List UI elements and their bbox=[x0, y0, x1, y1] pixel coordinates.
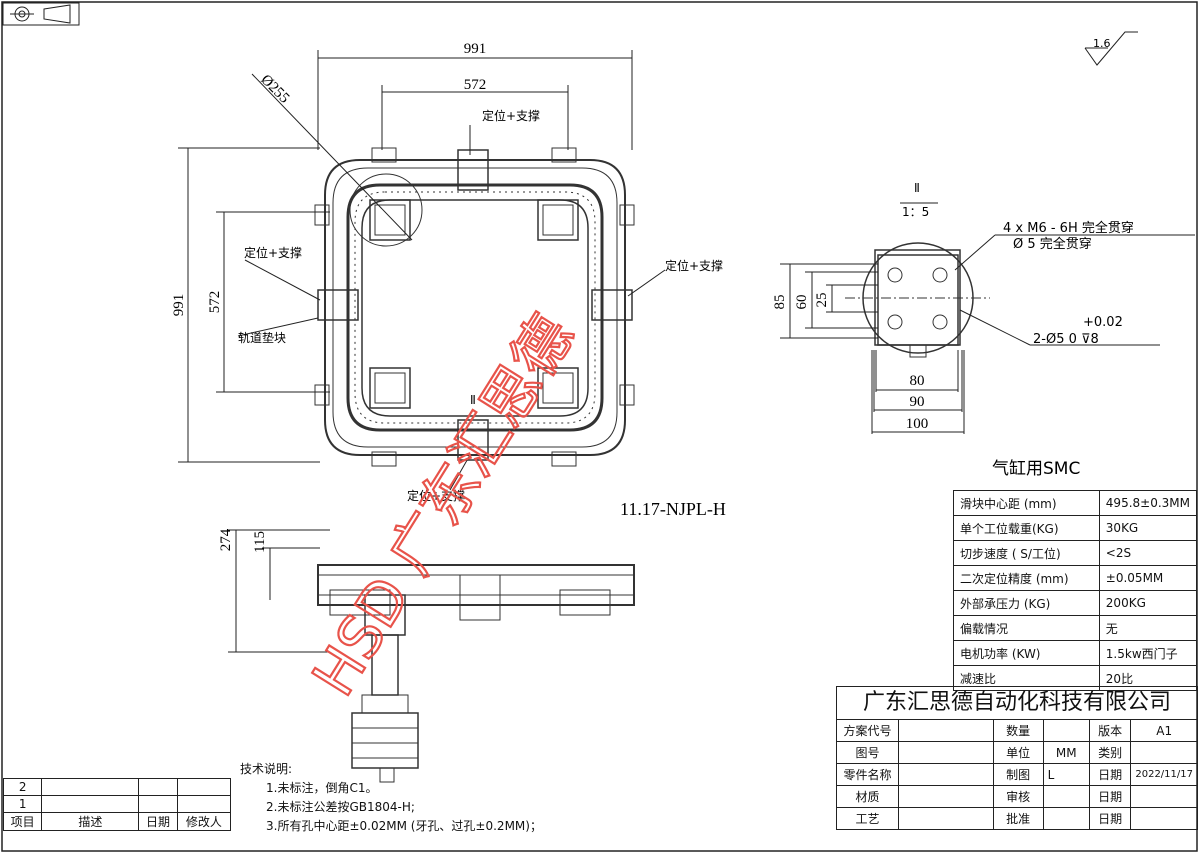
hole-tolerance: +0.02 bbox=[1083, 315, 1123, 330]
tb-date-3: 日期 bbox=[1088, 807, 1132, 830]
spec-row: 偏载情况无 bbox=[953, 615, 1198, 641]
dim-circle-diameter: Ø255 bbox=[257, 72, 292, 107]
dim-detail-100: 100 bbox=[906, 416, 929, 432]
spec-value: <2S bbox=[1098, 540, 1198, 566]
spec-value: 495.8±0.3MM bbox=[1098, 490, 1198, 516]
spec-value: 无 bbox=[1098, 615, 1198, 641]
dim-detail-60: 60 bbox=[794, 295, 810, 310]
spec-key: 外部承压力 (KG) bbox=[953, 590, 1100, 616]
spec-row: 滑块中心距 (mm)495.8±0.3MM bbox=[953, 490, 1198, 516]
dim-overall-height: 991 bbox=[171, 294, 187, 317]
spec-key: 单个工位载重(KG) bbox=[953, 515, 1100, 541]
projection-symbol bbox=[2, 2, 80, 26]
technical-notes: 技术说明: 1.未标注，倒角C1。 2.未标注公差按GB1804-H; 3.所有… bbox=[240, 760, 542, 836]
label-locate-support-top: 定位+支撑 bbox=[482, 108, 540, 123]
tb-process: 工艺 bbox=[835, 807, 900, 830]
notes-title: 技术说明: bbox=[240, 762, 293, 776]
dim-inner-width: 572 bbox=[464, 77, 487, 93]
label-locate-support-left: 定位+支撑 bbox=[244, 245, 302, 260]
spec-row: 电机功率 (KW)1.5kw西门子 bbox=[953, 640, 1198, 666]
tb-material: 材质 bbox=[835, 785, 900, 808]
detail-title: Ⅱ bbox=[914, 181, 920, 195]
side-view bbox=[317, 564, 635, 783]
rev-row-2: 2 bbox=[2, 778, 43, 796]
watermark: HSD 广东汇思德 bbox=[298, 303, 588, 709]
tb-drawing-no: 图号 bbox=[835, 741, 900, 764]
revision-table: 2 1 项目 描述 日期 修改人 bbox=[2, 778, 232, 831]
spec-value: ±0.05MM bbox=[1098, 565, 1198, 591]
cylinder-note: 气缸用SMC bbox=[992, 458, 1080, 479]
spec-key: 偏载情况 bbox=[953, 615, 1100, 641]
detail-dimensions bbox=[780, 31, 1195, 434]
tb-date-2: 日期 bbox=[1088, 785, 1132, 808]
rev-head-desc: 描述 bbox=[41, 812, 140, 831]
spec-value: 200KG bbox=[1098, 590, 1198, 616]
tb-date-val: 2022/11/17 bbox=[1130, 763, 1198, 786]
dim-side-115: 115 bbox=[252, 531, 268, 553]
spec-row: 单个工位载重(KG)30KG bbox=[953, 515, 1198, 541]
side-dimensions bbox=[228, 529, 330, 653]
dim-detail-90: 90 bbox=[910, 394, 925, 410]
tb-scheme-code: 方案代号 bbox=[835, 719, 900, 742]
note-2: 2.未标注公差按GB1804-H; bbox=[266, 800, 415, 814]
svg-text:HSD 广东汇思德: HSD 广东汇思德 bbox=[299, 304, 586, 708]
label-locate-support-bottom: 定位+支撑 bbox=[407, 488, 465, 503]
dim-inner-height: 572 bbox=[207, 291, 223, 314]
tb-quantity: 数量 bbox=[992, 719, 1044, 742]
label-rail-pad: 轨道垫块 bbox=[238, 330, 286, 345]
tb-drawn-val: L bbox=[1042, 763, 1090, 786]
plan-dimensions bbox=[178, 50, 666, 491]
hole-note-2: Ø 5 完全贯穿 bbox=[1013, 236, 1092, 252]
rev-head-date: 日期 bbox=[138, 812, 178, 831]
spec-value: 1.5kw西门子 bbox=[1098, 640, 1198, 666]
model-code: 11.17-NJPL-H bbox=[620, 499, 726, 519]
tb-review: 审核 bbox=[992, 785, 1044, 808]
tb-date: 日期 bbox=[1088, 763, 1132, 786]
spec-row: 外部承压力 (KG)200KG bbox=[953, 590, 1198, 616]
plan-view bbox=[314, 147, 635, 467]
dim-side-274: 274 bbox=[218, 528, 234, 551]
tb-version: 版本 bbox=[1088, 719, 1132, 742]
label-locate-support-right: 定位+支撑 bbox=[665, 258, 723, 273]
section-mark: Ⅱ bbox=[470, 393, 476, 407]
rev-head-item: 项目 bbox=[2, 812, 43, 831]
tb-category: 类别 bbox=[1088, 741, 1132, 764]
tb-approve: 批准 bbox=[992, 807, 1044, 830]
dim-detail-25: 25 bbox=[814, 293, 830, 308]
rev-head-rev: 修改人 bbox=[176, 812, 232, 831]
tb-unit-val: MM bbox=[1042, 741, 1090, 764]
spec-row: 切步速度 ( S/工位)<2S bbox=[953, 540, 1198, 566]
hole-note-3: 2-Ø5 0 ⊽8 bbox=[1033, 332, 1099, 347]
roughness-value: 1.6 bbox=[1093, 37, 1111, 50]
spec-value: 30KG bbox=[1098, 515, 1198, 541]
dim-overall-width: 991 bbox=[464, 41, 487, 57]
title-block: 方案代号 数量 版本 A1 图号 单位 MM 类别 零件名称 制图 L 日期 2… bbox=[835, 719, 1198, 830]
spec-key: 电机功率 (KW) bbox=[953, 640, 1100, 666]
tb-version-val: A1 bbox=[1130, 719, 1198, 742]
spec-key: 二次定位精度 (mm) bbox=[953, 565, 1100, 591]
spec-key: 切步速度 ( S/工位) bbox=[953, 540, 1100, 566]
tb-drawn: 制图 bbox=[992, 763, 1044, 786]
spec-row: 二次定位精度 (mm)±0.05MM bbox=[953, 565, 1198, 591]
note-3: 3.所有孔中心距±0.02MM (牙孔、过孔±0.2MM)； bbox=[266, 819, 542, 833]
dim-detail-80: 80 bbox=[910, 373, 925, 389]
company-name: 广东汇思德自动化科技有限公司 bbox=[836, 686, 1198, 720]
tb-unit: 单位 bbox=[992, 741, 1044, 764]
hole-note-1: 4 x M6 - 6H 完全贯穿 bbox=[1003, 220, 1134, 236]
tb-part-name: 零件名称 bbox=[835, 763, 900, 786]
detail-view bbox=[845, 242, 990, 358]
dim-detail-85: 85 bbox=[772, 295, 788, 310]
spec-key: 滑块中心距 (mm) bbox=[953, 490, 1100, 516]
detail-scale: 1：5 bbox=[902, 205, 929, 219]
note-1: 1.未标注，倒角C1。 bbox=[266, 781, 378, 795]
rev-row-1: 1 bbox=[2, 795, 43, 813]
